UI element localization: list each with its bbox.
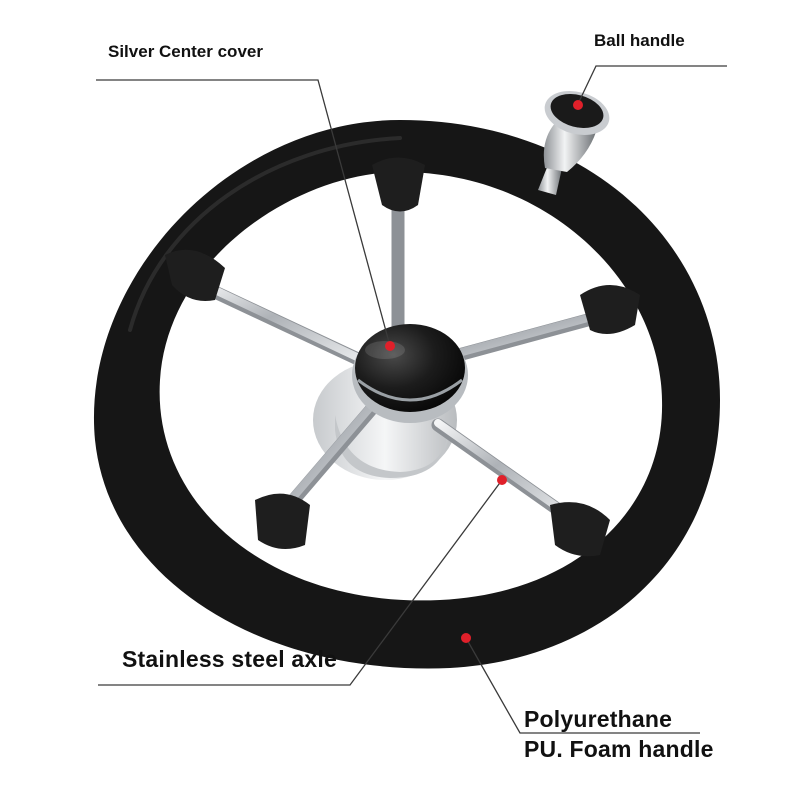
label-polyurethane: Polyurethane xyxy=(524,706,673,732)
foam-rim xyxy=(93,120,720,669)
label-ball-handle: Ball handle xyxy=(594,31,685,50)
leader-axle xyxy=(98,479,503,686)
spoke-bottom-right-hl xyxy=(434,419,574,520)
spoke-left-hl xyxy=(196,279,363,362)
leader-center-cover xyxy=(96,79,391,347)
marker-ball-handle xyxy=(573,100,583,110)
spokes xyxy=(193,193,602,525)
markers xyxy=(385,100,583,643)
grip-right xyxy=(580,285,640,334)
marker-axle xyxy=(497,475,507,485)
center-cover xyxy=(352,324,468,423)
label-pu-foam-handle: PU. Foam handle xyxy=(524,736,714,762)
spoke-right-hl xyxy=(436,312,599,362)
grip-left xyxy=(165,249,225,301)
marker-foam xyxy=(461,633,471,643)
grip-top xyxy=(372,157,425,212)
leader-ball-handle xyxy=(576,65,727,107)
leader-foam xyxy=(465,637,700,734)
label-silver-center-cover: Silver Center cover xyxy=(108,42,263,61)
grip-bottom-left xyxy=(255,493,310,549)
marker-center-cover xyxy=(385,341,395,351)
leader-lines xyxy=(96,65,727,734)
spoke-bottom-left-hl xyxy=(279,400,377,513)
grip-bottom-right xyxy=(550,502,610,557)
ball-handle xyxy=(538,90,610,195)
label-stainless-steel-axle: Stainless steel axle xyxy=(122,646,337,672)
